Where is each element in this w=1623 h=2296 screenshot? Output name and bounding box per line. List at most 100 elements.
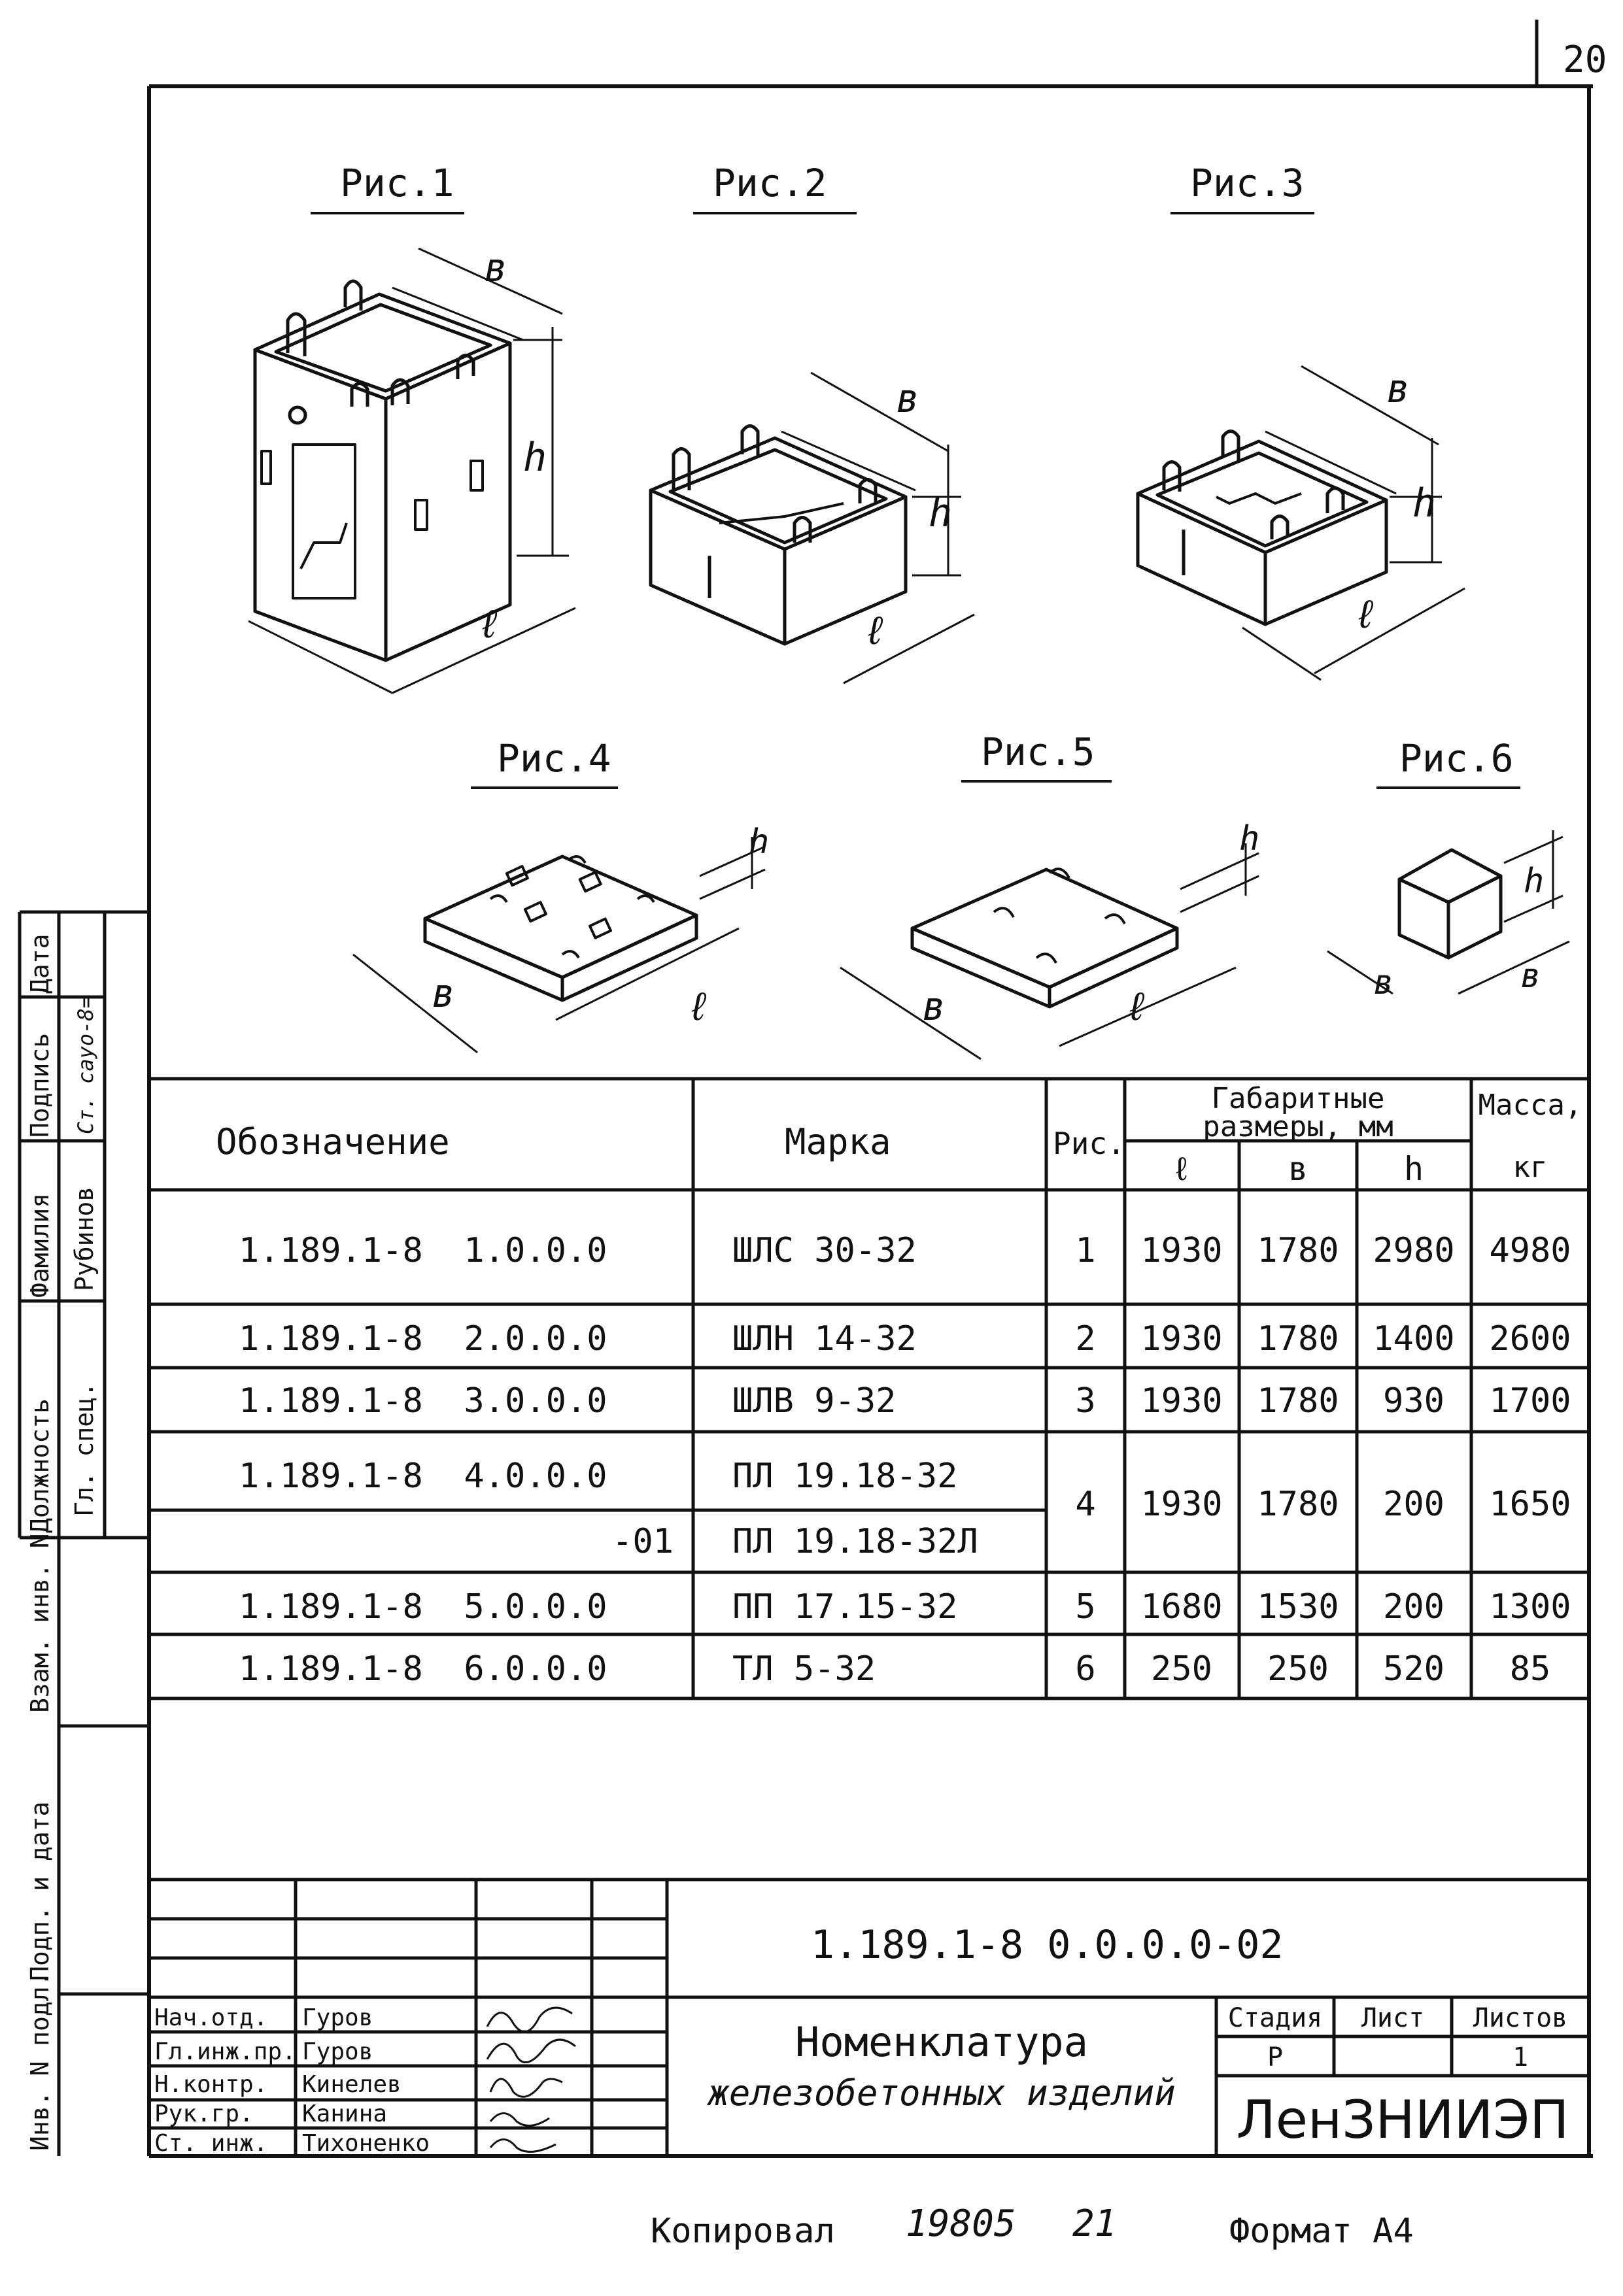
signer-role: Рук.гр. bbox=[154, 2101, 254, 2127]
header-mass-line1: Масса, bbox=[1478, 1089, 1582, 1122]
fig4-dim-b: в bbox=[432, 971, 455, 1017]
copy-number: 19805 bbox=[906, 2203, 1016, 2245]
cell-mark: ПЛ 19.18-32Л bbox=[732, 1522, 978, 1561]
stamp-col-signature: Подпись bbox=[26, 1033, 54, 1138]
cell-b: 250 bbox=[1267, 1649, 1329, 1689]
header-dim-l: ℓ bbox=[1172, 1150, 1191, 1188]
document-title-line2: железобетонных изделий bbox=[706, 2072, 1175, 2114]
nomenclature-table bbox=[149, 1077, 1589, 1700]
fig1-dim-h: h bbox=[523, 435, 547, 481]
cell-b: 1780 bbox=[1257, 1319, 1339, 1359]
cell-designation: 1.189.1-8 3.0.0.0 bbox=[239, 1381, 607, 1421]
table-body: 1.189.1-8 1.0.0.0 ШЛС 30-32 1 1930 1780 … bbox=[239, 1231, 1571, 1689]
cell-b: 1530 bbox=[1257, 1587, 1339, 1627]
fig2-dim-b: в bbox=[896, 376, 919, 422]
cell-b: 1780 bbox=[1257, 1381, 1339, 1421]
fig6-caption: Рис.6 bbox=[1399, 736, 1514, 781]
stamp-orig-inv: Инв. N подл. bbox=[26, 1971, 54, 2151]
cell-mass: 1650 bbox=[1489, 1485, 1571, 1524]
signer-role: Ст. инж. bbox=[154, 2130, 267, 2157]
side-stamp bbox=[18, 910, 149, 2156]
signature-marks bbox=[486, 2006, 576, 2153]
cell-mark: ТЛ 5-32 bbox=[732, 1649, 876, 1689]
cell-h: 520 bbox=[1383, 1649, 1444, 1689]
fig6-dim-b: в bbox=[1373, 963, 1393, 1002]
cell-designation: 1.189.1-8 6.0.0.0 bbox=[239, 1649, 607, 1689]
copied-label: Копировал bbox=[651, 2212, 835, 2251]
cell-l: 1930 bbox=[1140, 1231, 1222, 1270]
sheets-label: Листов bbox=[1473, 2003, 1568, 2033]
stamp-value-surname: Рубинов bbox=[70, 1187, 99, 1291]
signer-name: Гуров bbox=[302, 2038, 373, 2065]
cell-designation: 1.189.1-8 5.0.0.0 bbox=[239, 1587, 607, 1627]
signer-name: Кинелев bbox=[302, 2071, 401, 2098]
signer-role: Нач.отд. bbox=[154, 2004, 267, 2031]
header-dims-line2: размеры, мм bbox=[1203, 1110, 1393, 1143]
fig3-drawing bbox=[1136, 365, 1465, 681]
fig2-drawing bbox=[649, 371, 975, 684]
fig2-dim-h: h bbox=[929, 490, 952, 536]
cell-mark: ПЛ 19.18-32 bbox=[732, 1457, 957, 1496]
doc-code: 1.189.1-8 0.0.0.0-02 bbox=[811, 1922, 1283, 1968]
document-title-line1: Номенклатура bbox=[795, 2018, 1088, 2066]
signer-name: Тихоненко bbox=[302, 2130, 430, 2157]
header-dim-b: в bbox=[1288, 1150, 1308, 1188]
fig2-caption: Рис.2 bbox=[713, 161, 827, 205]
sheet-label: Лист bbox=[1361, 2003, 1424, 2033]
fig4-drawing bbox=[352, 837, 766, 1054]
fig6-drawing bbox=[1327, 830, 1570, 995]
stamp-col-position: Должность bbox=[26, 1398, 54, 1533]
cell-fig: 1 bbox=[1075, 1231, 1095, 1270]
fig4-dim-h: h bbox=[749, 822, 769, 862]
cell-mark: ШЛН 14-32 bbox=[732, 1319, 917, 1359]
cell-l: 1930 bbox=[1140, 1485, 1222, 1524]
cell-h: 930 bbox=[1383, 1381, 1444, 1421]
caption-underlines bbox=[311, 212, 1520, 789]
table-row: -01 ПЛ 19.18-32Л bbox=[612, 1522, 978, 1561]
stamp-col-surname: Фамилия bbox=[26, 1193, 54, 1298]
signer-role: Гл.инж.пр. bbox=[154, 2038, 296, 2065]
fig6-dim-b2: в bbox=[1520, 956, 1541, 996]
cell-mass: 1700 bbox=[1489, 1381, 1571, 1421]
header-mark: Марка bbox=[785, 1121, 891, 1162]
table-row: 1.189.1-8 3.0.0.0 ШЛВ 9-32 3 1930 1780 9… bbox=[239, 1381, 1571, 1421]
cell-mass: 85 bbox=[1510, 1649, 1551, 1689]
fig3-dim-b: в bbox=[1386, 366, 1410, 412]
cell-b: 1780 bbox=[1257, 1485, 1339, 1524]
stamp-replacement-inv: Взам. инв. N bbox=[26, 1533, 54, 1713]
signer-name: Гуров bbox=[302, 2004, 373, 2031]
cell-h: 200 bbox=[1383, 1587, 1444, 1627]
page-number: 20 bbox=[1563, 39, 1607, 81]
cell-l: 1930 bbox=[1140, 1319, 1222, 1359]
cell-h: 200 bbox=[1383, 1485, 1444, 1524]
cell-l: 1680 bbox=[1140, 1587, 1222, 1627]
fig1-dim-b: в bbox=[484, 245, 507, 291]
signer-role: Н.контр. bbox=[154, 2071, 267, 2098]
fig1-drawing bbox=[248, 247, 576, 694]
sheet-frame bbox=[147, 84, 1593, 2158]
cell-designation: -01 bbox=[612, 1522, 674, 1561]
table-row: 1.189.1-8 4.0.0.0 ПЛ 19.18-32 4 1930 178… bbox=[239, 1457, 1571, 1524]
cell-mass: 4980 bbox=[1489, 1231, 1571, 1270]
stamp-value-position: Гл. спец. bbox=[70, 1382, 99, 1517]
fig1-caption: Рис.1 bbox=[340, 161, 454, 205]
stamp-sign-date: Подп. и дата bbox=[26, 1801, 54, 1981]
cell-mark: ШЛС 30-32 bbox=[732, 1231, 917, 1270]
fig3-dim-h: h bbox=[1412, 481, 1436, 526]
header-designation: Обозначение bbox=[216, 1121, 450, 1162]
fig1-dim-l: ℓ bbox=[477, 601, 501, 647]
header-mass-line2: кг bbox=[1513, 1151, 1548, 1184]
format-label: Формат А4 bbox=[1229, 2212, 1414, 2251]
header-dims-line1: Габаритные bbox=[1212, 1082, 1385, 1115]
cell-fig: 3 bbox=[1075, 1381, 1095, 1421]
cell-b: 1780 bbox=[1257, 1231, 1339, 1270]
fig5-drawing bbox=[840, 843, 1259, 1060]
cell-designation: 1.189.1-8 4.0.0.0 bbox=[239, 1457, 607, 1496]
cell-l: 1930 bbox=[1140, 1381, 1222, 1421]
cell-mark: ШЛВ 9-32 bbox=[732, 1381, 896, 1421]
cell-designation: 1.189.1-8 1.0.0.0 bbox=[239, 1231, 607, 1270]
stamp-col-date: Дата bbox=[26, 934, 54, 994]
cell-mass: 1300 bbox=[1489, 1587, 1571, 1627]
table-row: 1.189.1-8 6.0.0.0 ТЛ 5-32 6 250 250 520 … bbox=[239, 1649, 1550, 1689]
